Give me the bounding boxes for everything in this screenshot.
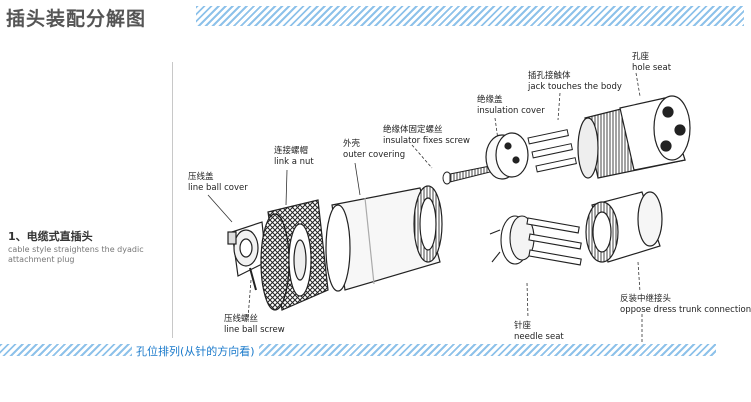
label-insulation-cover-en: insulation cover <box>477 106 545 116</box>
label-outer-covering: 外壳 outer covering <box>343 139 405 161</box>
link-nut-part <box>260 199 329 311</box>
section-subtitle-line2: attachment plug <box>8 255 75 264</box>
label-line-ball-screw-en: line ball screw <box>224 325 285 335</box>
label-line-ball-screw-zh: 压线螺丝 <box>224 314 259 324</box>
bottom-stripe-bar <box>0 344 716 356</box>
label-line-ball-cover-en: line ball cover <box>188 183 248 193</box>
label-jack-touches-zh: 插孔接触体 <box>528 71 571 81</box>
label-jack-touches: 插孔接触体 jack touches the body <box>528 71 622 93</box>
insulator-screw-part <box>442 165 491 185</box>
page-title: 插头装配分解图 <box>6 8 147 30</box>
label-hole-seat: 孔座 hole seat <box>632 52 671 74</box>
label-needle-seat-en: needle seat <box>514 332 564 342</box>
label-oppose-dress-en: oppose dress trunk connection <box>620 305 751 315</box>
hole-seat-part <box>577 95 691 179</box>
label-insulation-cover: 绝缘盖 insulation cover <box>477 95 545 117</box>
section-heading: 1、电缆式直插头 <box>8 230 93 243</box>
needle-seat-part <box>489 215 582 266</box>
outer-covering-part <box>325 185 443 292</box>
label-insulator-screw-zh: 绝缘体固定螺丝 <box>383 125 443 135</box>
title-stripe-bar <box>196 6 744 26</box>
label-hole-seat-en: hole seat <box>632 63 672 73</box>
label-hole-seat-zh: 孔座 <box>632 52 650 62</box>
label-insulator-screw: 绝缘体固定螺丝 insulator fixes screw <box>383 125 470 147</box>
label-line-ball-cover-zh: 压线盖 <box>188 172 214 182</box>
label-jack-touches-en: jack touches the body <box>528 82 622 92</box>
section-subtitle-line1: cable style straightens the dyadic <box>8 245 144 254</box>
label-insulator-screw-en: insulator fixes screw <box>383 136 470 146</box>
label-oppose-dress: 反装中继接头 oppose dress trunk connection <box>620 294 751 316</box>
insulation-cover-part <box>485 132 529 180</box>
label-link-nut-zh: 连接螺帽 <box>274 146 309 156</box>
section-subtitle: cable style straightens the dyadic attac… <box>8 245 158 265</box>
label-needle-seat: 针座 needle seat <box>514 321 564 343</box>
label-insulation-cover-zh: 绝缘盖 <box>477 95 503 105</box>
label-needle-seat-zh: 针座 <box>514 321 532 331</box>
label-link-nut-en: link a nut <box>274 157 314 167</box>
leader-lines <box>207 72 643 342</box>
jack-contacts-part <box>527 129 577 173</box>
label-outer-covering-zh: 外壳 <box>343 139 361 149</box>
hole-arrangement-label: 孔位排列(从针的方向看) <box>132 343 259 359</box>
divider-line <box>172 62 173 338</box>
label-line-ball-cover: 压线盖 line ball cover <box>188 172 248 194</box>
line-ball-cover-part <box>227 221 267 291</box>
label-outer-covering-en: outer covering <box>343 150 406 160</box>
label-link-nut: 连接螺帽 link a nut <box>274 146 314 168</box>
label-line-ball-screw: 压线螺丝 line ball screw <box>224 314 285 336</box>
label-oppose-dress-zh: 反装中继接头 <box>620 294 672 304</box>
trunk-connection-part <box>585 191 663 263</box>
